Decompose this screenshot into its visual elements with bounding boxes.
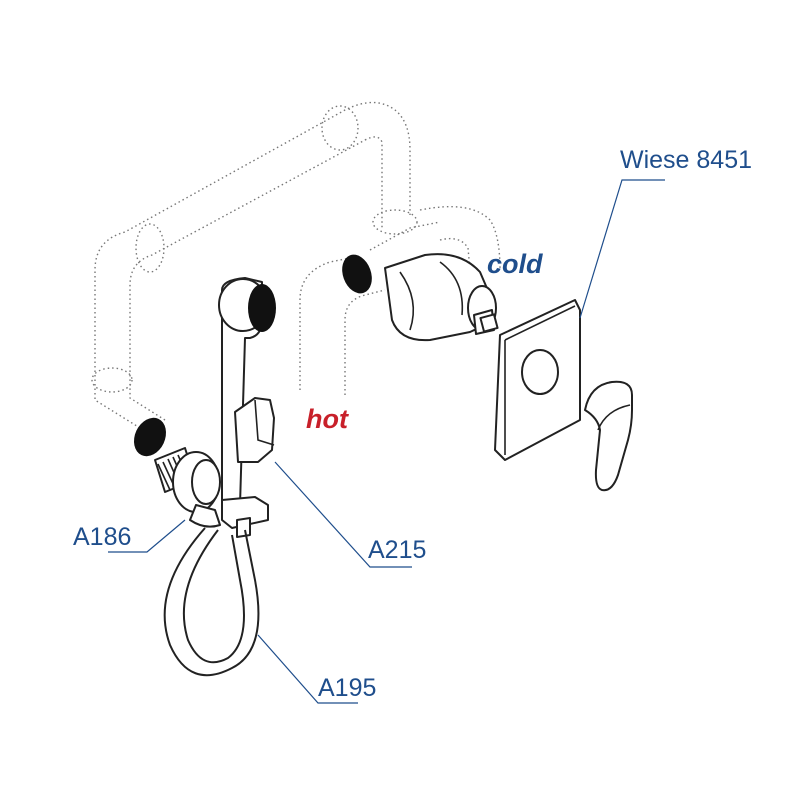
shower-hose: [163, 527, 260, 677]
holder-label: A215: [368, 536, 426, 564]
angle-valve: [154, 447, 221, 528]
valve-body: [384, 253, 499, 342]
cold-label: cold: [487, 249, 543, 279]
supply-pipe-dotted: [91, 101, 501, 429]
valve-label: A186: [73, 523, 131, 551]
leader-lines: [108, 179, 665, 704]
mixer-model-label: Wiese 8451: [620, 146, 752, 174]
hose-label: A195: [318, 674, 376, 702]
mixer-handle: [584, 380, 633, 492]
shower-head-holder: [218, 277, 276, 538]
pipe-openings: [133, 254, 372, 457]
hot-label: hot: [306, 404, 349, 434]
wall-plate: [494, 299, 581, 461]
